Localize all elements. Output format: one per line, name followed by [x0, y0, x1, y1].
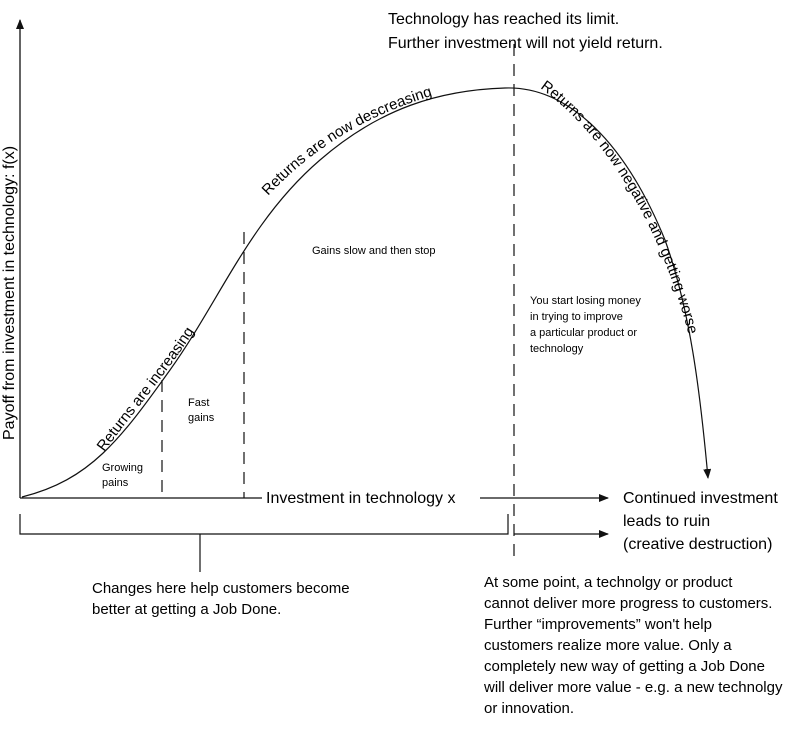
- bottom-right-note-line7: or innovation.: [484, 700, 574, 717]
- bottom-right-note-line6: will deliver more value - e.g. a new tec…: [483, 679, 783, 696]
- label-fast-gains-2: gains: [188, 412, 215, 424]
- x-axis-label: Investment in technology x: [266, 490, 455, 507]
- label-losing-1: You start losing money: [530, 295, 641, 307]
- label-returns-increasing: Returns are increasing: [94, 324, 198, 454]
- y-axis-label: Payoff from investment in technology: f(…: [1, 146, 18, 440]
- top-note-line1: Technology has reached its limit.: [388, 11, 619, 28]
- returns-curve: [21, 87, 712, 498]
- ruin-note-line3: (creative destruction): [623, 536, 772, 553]
- label-losing-3: a particular product or: [530, 327, 637, 339]
- bottom-right-note-line5: completely new way of getting a Job Done: [484, 658, 765, 675]
- label-losing-4: technology: [530, 343, 584, 355]
- bottom-right-note-line3: Further “improvements” won't help: [484, 616, 712, 633]
- label-growing-pains-2: pains: [102, 477, 129, 489]
- label-losing-2: in trying to improve: [530, 311, 623, 323]
- bracket-left: [19, 514, 509, 535]
- x-axis-label-bg: [262, 486, 480, 508]
- bottom-right-note-line2: cannot deliver more progress to customer…: [484, 595, 772, 612]
- label-growing-pains-1: Growing: [102, 462, 143, 474]
- label-gains-slow: Gains slow and then stop: [312, 245, 436, 257]
- bottom-left-note-line2: better at getting a Job Done.: [92, 601, 281, 618]
- label-fast-gains-1: Fast: [188, 397, 209, 409]
- bottom-left-note-line1: Changes here help customers become: [92, 580, 350, 597]
- ruin-note-line1: Continued investment: [623, 490, 778, 507]
- bottom-right-note-line1: At some point, a technolgy or product: [484, 574, 733, 591]
- top-note-line2: Further investment will not yield return…: [388, 35, 663, 52]
- label-returns-decreasing: Returns are now descreasing: [259, 83, 434, 199]
- bottom-right-note-line4: customers realize more value. Only a: [484, 637, 732, 654]
- ruin-note-line2: leads to ruin: [623, 513, 710, 530]
